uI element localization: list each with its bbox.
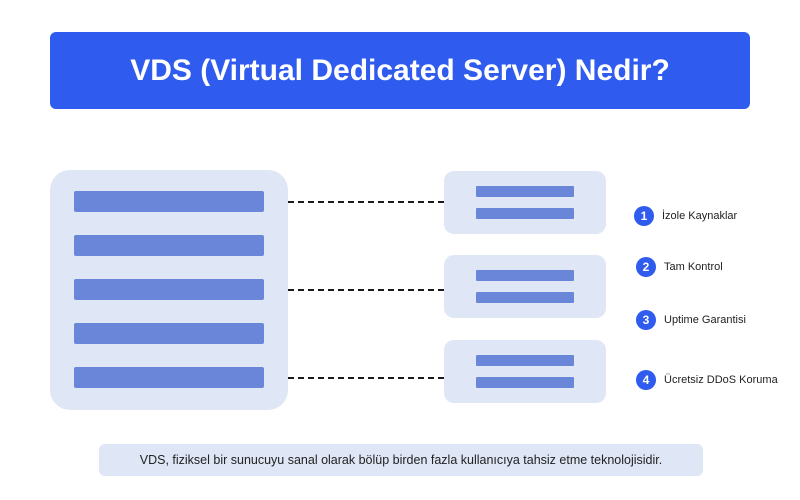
title-banner: VDS (Virtual Dedicated Server) Nedir? xyxy=(50,32,750,109)
feature-number-badge: 2 xyxy=(636,257,656,277)
page-title: VDS (Virtual Dedicated Server) Nedir? xyxy=(130,53,670,87)
feature-item: 3 Uptime Garantisi xyxy=(636,310,746,330)
feature-label: Ücretsiz DDoS Koruma xyxy=(664,374,778,386)
server-slot xyxy=(74,367,264,388)
feature-number-badge: 1 xyxy=(634,206,654,226)
connector-line xyxy=(288,201,444,203)
virtual-server-slot xyxy=(476,208,574,219)
caption: VDS, fiziksel bir sunucuyu sanal olarak … xyxy=(99,444,703,476)
virtual-server xyxy=(444,340,606,403)
connector-line xyxy=(288,377,444,379)
connector-line xyxy=(288,289,444,291)
feature-item: 1 İzole Kaynaklar xyxy=(634,206,737,226)
feature-item: 2 Tam Kontrol xyxy=(636,257,723,277)
virtual-server-slot xyxy=(476,377,574,388)
virtual-server xyxy=(444,255,606,318)
feature-label: İzole Kaynaklar xyxy=(662,210,738,222)
virtual-server xyxy=(444,171,606,234)
server-slot xyxy=(74,191,264,212)
physical-server xyxy=(50,170,288,410)
virtual-server-slot xyxy=(476,292,574,303)
server-slot xyxy=(74,323,264,344)
feature-number-badge: 4 xyxy=(636,370,656,390)
virtual-server-slot xyxy=(476,355,574,366)
feature-item: 4 Ücretsiz DDoS Koruma xyxy=(636,370,778,390)
virtual-server-slot xyxy=(476,270,574,281)
virtual-server-slot xyxy=(476,186,574,197)
feature-number-badge: 3 xyxy=(636,310,656,330)
feature-label: Uptime Garantisi xyxy=(664,314,746,326)
server-slot xyxy=(74,279,264,300)
feature-label: Tam Kontrol xyxy=(664,261,723,273)
server-slot xyxy=(74,235,264,256)
